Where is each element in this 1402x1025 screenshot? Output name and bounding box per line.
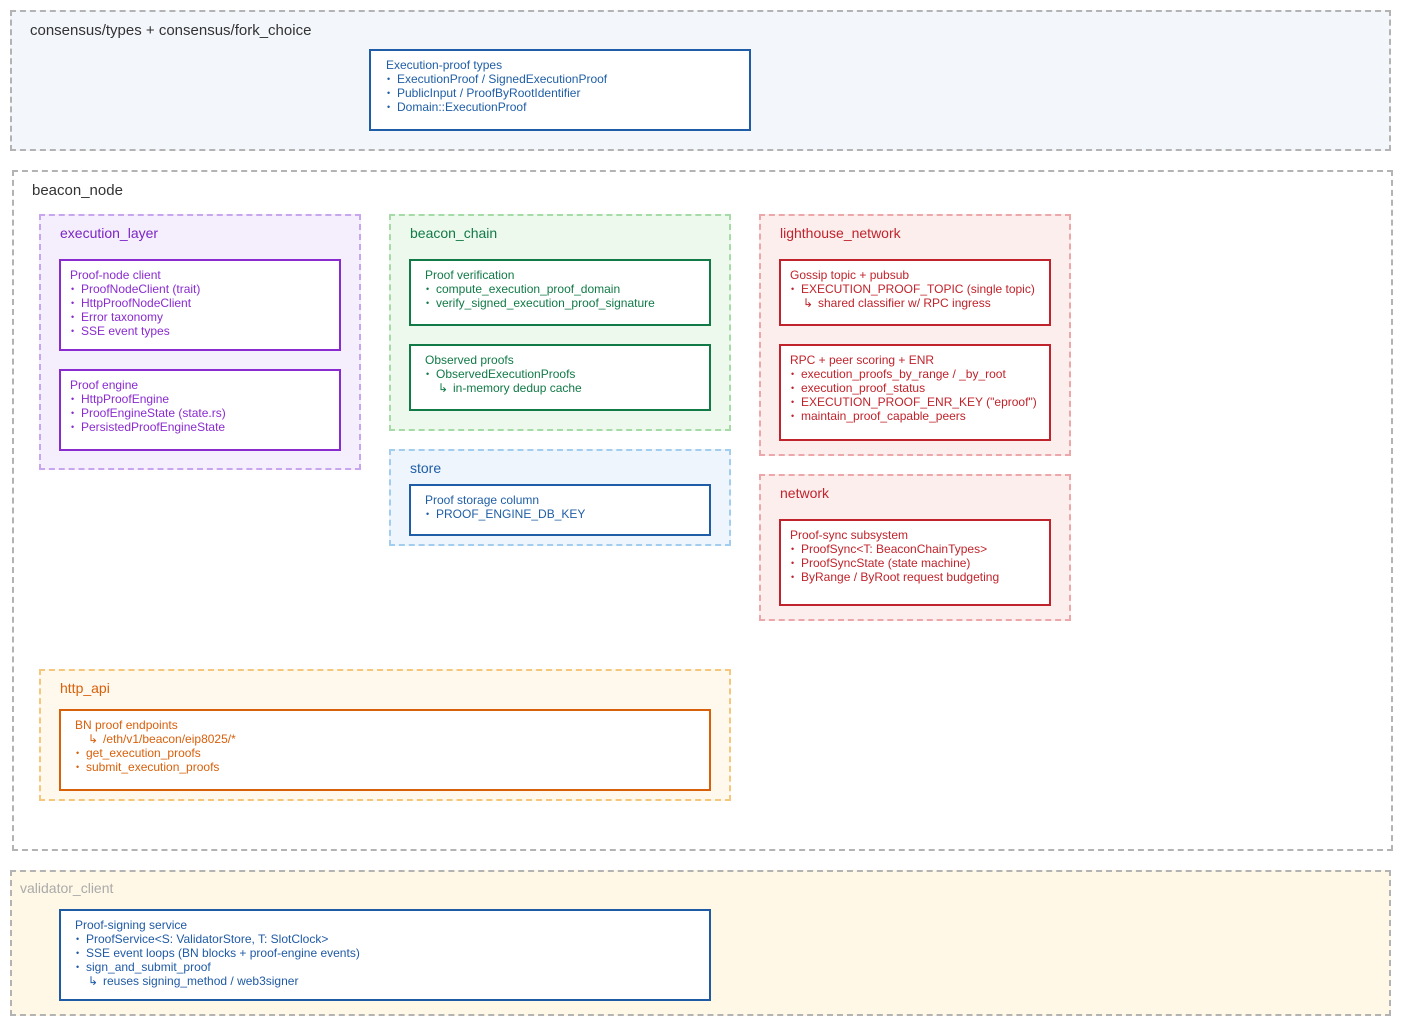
module-title-store: store	[410, 460, 442, 476]
box-title: Execution-proof types	[386, 58, 503, 72]
list-item: ByRange / ByRoot request budgeting	[790, 570, 1040, 584]
box-title: RPC + peer scoring + ENR	[790, 353, 935, 367]
list-item: PersistedProofEngineState	[70, 420, 330, 434]
box-rpc-peer-scoring: RPC + peer scoring + ENR execution_proof…	[779, 344, 1051, 441]
box-proof-signing-service: Proof-signing service ProofService<S: Va…	[59, 909, 711, 1001]
sub-item: /eth/v1/beacon/eip8025/*	[75, 732, 700, 746]
sub-item: reuses signing_method / web3signer	[75, 974, 700, 988]
module-title-http-api: http_api	[60, 680, 110, 696]
module-title-beacon-chain: beacon_chain	[410, 225, 498, 241]
list-item: compute_execution_proof_domain	[425, 282, 700, 296]
module-title-lighthouse-network: lighthouse_network	[780, 225, 901, 241]
module-title-execution-layer: execution_layer	[60, 225, 159, 241]
box-title: Proof-signing service	[75, 918, 188, 932]
sub-item: in-memory dedup cache	[425, 381, 700, 395]
list-item: execution_proofs_by_range / _by_root	[790, 367, 1040, 381]
group-title-consensus: consensus/types + consensus/fork_choice	[30, 22, 312, 39]
box-title: Observed proofs	[425, 353, 514, 367]
group-title-beacon-node: beacon_node	[32, 182, 123, 199]
list-item: ProofSyncState (state machine)	[790, 556, 1040, 570]
list-item: Domain::ExecutionProof	[386, 100, 740, 114]
list-item: HttpProofNodeClient	[70, 296, 330, 310]
list-item: ExecutionProof / SignedExecutionProof	[386, 72, 740, 86]
list-item: verify_signed_execution_proof_signature	[425, 296, 700, 310]
box-proof-storage-column: Proof storage column PROOF_ENGINE_DB_KEY	[409, 484, 711, 536]
group-title-validator-client: validator_client	[20, 880, 114, 896]
box-proof-node-client: Proof-node client ProofNodeClient (trait…	[59, 259, 341, 351]
box-observed-proofs: Observed proofs ObservedExecutionProofs …	[409, 344, 711, 411]
box-proof-engine: Proof engine HttpProofEngine ProofEngine…	[59, 369, 341, 451]
box-title: BN proof endpoints	[75, 718, 178, 732]
box-proof-verification: Proof verification compute_execution_pro…	[409, 259, 711, 326]
list-item: ProofNodeClient (trait)	[70, 282, 330, 296]
list-item: SSE event loops (BN blocks + proof-engin…	[75, 946, 700, 960]
list-item: EXECUTION_PROOF_ENR_KEY ("eproof")	[790, 395, 1040, 409]
list-item: execution_proof_status	[790, 381, 1040, 395]
list-item: Error taxonomy	[70, 310, 330, 324]
list-item: sign_and_submit_proof	[75, 960, 700, 974]
box-title: Proof storage column	[425, 493, 540, 507]
list-item: SSE event types	[70, 324, 330, 338]
list-item: get_execution_proofs	[75, 746, 700, 760]
list-item: ProofSync<T: BeaconChainTypes>	[790, 542, 1040, 556]
box-title: Proof-sync subsystem	[790, 528, 909, 542]
box-title: Proof verification	[425, 268, 515, 282]
box-gossip-topic: Gossip topic + pubsub EXECUTION_PROOF_TO…	[779, 259, 1051, 326]
box-proof-sync: Proof-sync subsystem ProofSync<T: Beacon…	[779, 519, 1051, 606]
box-bn-proof-endpoints: BN proof endpoints /eth/v1/beacon/eip802…	[59, 709, 711, 791]
list-item: HttpProofEngine	[70, 392, 330, 406]
list-item: maintain_proof_capable_peers	[790, 409, 1040, 423]
box-title: Gossip topic + pubsub	[790, 268, 910, 282]
list-item: ProofEngineState (state.rs)	[70, 406, 330, 420]
sub-item: shared classifier w/ RPC ingress	[790, 296, 1040, 310]
box-execution-proof-types: Execution-proof types ExecutionProof / S…	[369, 49, 751, 131]
list-item: PROOF_ENGINE_DB_KEY	[425, 507, 700, 521]
list-item: submit_execution_proofs	[75, 760, 700, 774]
list-item: ObservedExecutionProofs	[425, 367, 700, 381]
list-item: ProofService<S: ValidatorStore, T: SlotC…	[75, 932, 700, 946]
box-title: Proof engine	[70, 378, 139, 392]
module-title-network: network	[780, 485, 830, 501]
box-title: Proof-node client	[70, 268, 161, 282]
list-item: EXECUTION_PROOF_TOPIC (single topic)	[790, 282, 1040, 296]
list-item: PublicInput / ProofByRootIdentifier	[386, 86, 740, 100]
